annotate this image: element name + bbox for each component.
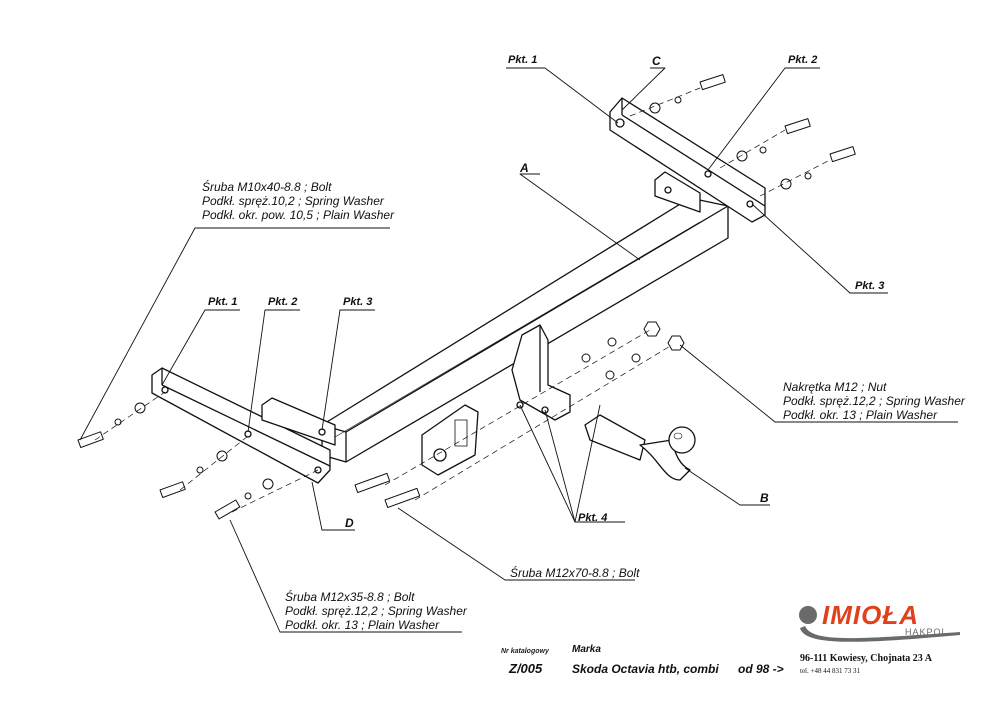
label-c: C <box>652 54 661 68</box>
parts-bolt-m12x35: Śruba M12x35-8.8 ; Bolt Podkł. spręż.12,… <box>285 590 467 632</box>
bracket-left-outer <box>151 367 331 484</box>
part-line: Śruba M10x40-8.8 ; Bolt <box>202 180 332 194</box>
imiola-logo <box>799 606 960 642</box>
catalog-number: Z/005 <box>509 661 543 676</box>
part-line: Podkł. spręż.12,2 ; Spring Washer <box>783 394 965 408</box>
label-b: B <box>760 491 769 505</box>
bracket-right-upper <box>609 97 766 223</box>
brand-sub: HAKPOL <box>905 627 948 637</box>
phone: tel. +48 44 831 73 31 <box>800 667 860 675</box>
part-line: Podkł. okr. 13 ; Plain Washer <box>783 408 938 422</box>
label-d: D <box>345 516 354 530</box>
part-line: Podkł. spręż.12,2 ; Spring Washer <box>285 604 467 618</box>
crossbar-a <box>321 197 729 463</box>
tow-ball-hook <box>584 414 696 481</box>
parts-nut-m12: Nakrętka M12 ; Nut Podkł. spręż.12,2 ; S… <box>783 380 965 422</box>
part-line: Podkł. spręż.10,2 ; Spring Washer <box>202 194 384 208</box>
brand-logo-text: IMIOŁA <box>822 600 919 630</box>
label-pkt1-top: Pkt. 1 <box>508 54 538 66</box>
label-pkt2-left: Pkt. 2 <box>268 296 298 308</box>
year: od 98 -> <box>738 662 784 676</box>
parts-bolt-m10: Śruba M10x40-8.8 ; Bolt Podkł. spręż.10,… <box>202 180 394 222</box>
make-label: Marka <box>572 644 601 655</box>
label-pkt3-left: Pkt. 3 <box>343 296 373 308</box>
label-pkt3-right: Pkt. 3 <box>855 280 885 292</box>
address: 96-111 Kowiesy, Chojnata 23 A <box>800 653 932 664</box>
socket-plate <box>421 404 479 476</box>
catalog-label: Nr katalogowy <box>501 648 549 655</box>
bracket-right-lower <box>654 171 701 213</box>
label-pkt4: Pkt. 4 <box>578 512 608 524</box>
part-line: Podkł. okr. 13 ; Plain Washer <box>285 618 440 632</box>
part-line: Nakrętka M12 ; Nut <box>783 380 887 394</box>
label-pkt2-top: Pkt. 2 <box>788 54 818 66</box>
label-pkt1-left: Pkt. 1 <box>208 296 238 308</box>
fasteners <box>77 74 856 520</box>
label-a: A <box>520 161 529 175</box>
part-line: Podkł. okr. pow. 10,5 ; Plain Washer <box>202 208 395 222</box>
center-bracket <box>511 324 571 421</box>
part-line: Śruba M12x35-8.8 ; Bolt <box>285 590 415 604</box>
make: Skoda Octavia htb, combi <box>572 662 719 676</box>
parts-bolt-m12x70: Śruba M12x70-8.8 ; Bolt <box>510 566 640 580</box>
